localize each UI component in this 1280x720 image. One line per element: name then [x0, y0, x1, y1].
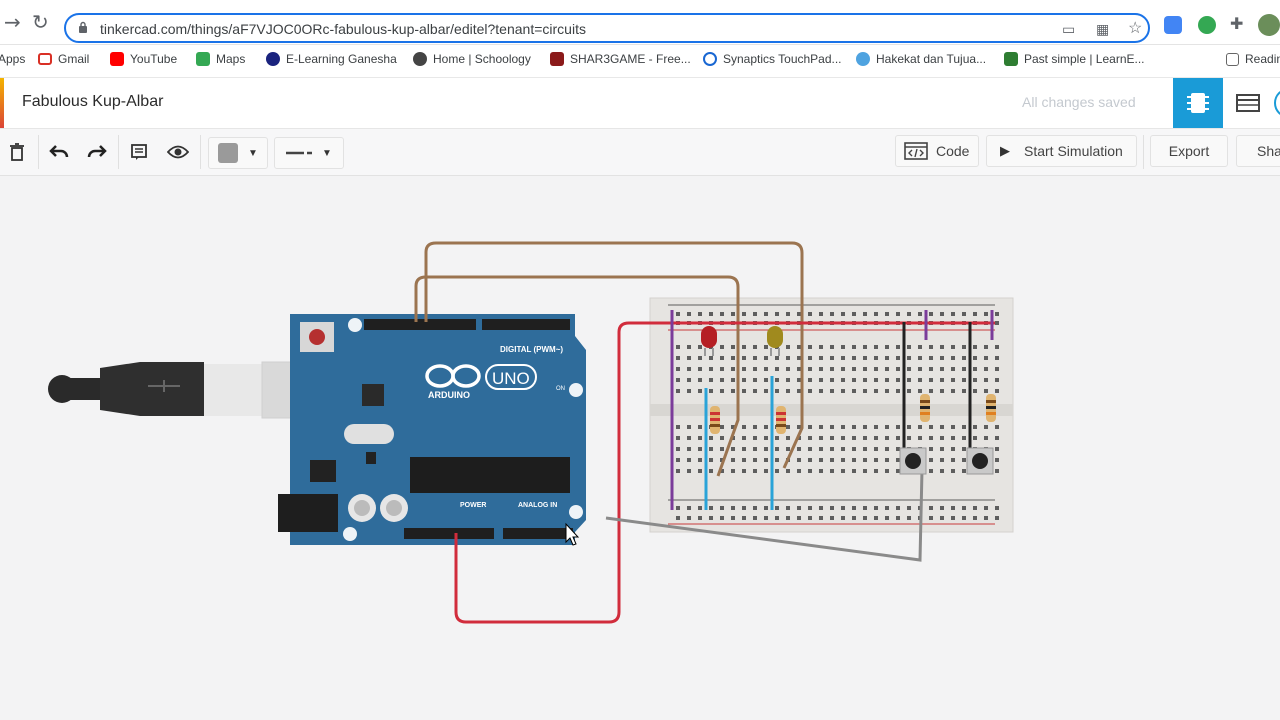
- youtube-icon: [110, 52, 124, 66]
- circuit-view-button[interactable]: [1173, 78, 1223, 128]
- bookmark-maps[interactable]: Maps: [196, 52, 245, 66]
- url-bar[interactable]: tinkercad.com/things/aF7VJOC0ORc-fabulou…: [64, 13, 1150, 43]
- resistor-4[interactable]: [986, 394, 996, 422]
- design-title[interactable]: Fabulous Kup-Albar: [22, 93, 164, 110]
- undo-icon[interactable]: [44, 137, 74, 167]
- chip-icon: [1187, 93, 1209, 113]
- browser-address-bar-row: → ↻ tinkercad.com/things/aF7VJOC0ORc-fab…: [0, 0, 1280, 45]
- analog-pins-label: ANALOG IN: [518, 502, 557, 509]
- editor-toolbar: ▼ ▼ Code ▶ Start Simulation Export Sha: [0, 129, 1280, 176]
- toolbar-divider: [200, 135, 201, 169]
- resistor-1[interactable]: [710, 406, 720, 434]
- pushbutton-2[interactable]: [966, 447, 994, 475]
- learnenglish-icon: [1004, 52, 1018, 66]
- lock-icon: [79, 21, 87, 33]
- code-label: Code: [936, 143, 970, 159]
- eye-visibility-icon[interactable]: [163, 137, 193, 167]
- schoology-icon: [413, 52, 427, 66]
- resistor-2[interactable]: [776, 406, 786, 434]
- star-bookmark-icon[interactable]: ☆: [1128, 20, 1143, 37]
- reading-list[interactable]: Readin: [1226, 52, 1280, 66]
- breadboard-holes: [676, 312, 999, 520]
- qr-code-icon[interactable]: ▦: [1096, 21, 1110, 37]
- redo-icon[interactable]: [82, 137, 112, 167]
- arduino-brand-text: ARDUINO: [428, 390, 470, 400]
- crystal: [344, 424, 394, 444]
- atmega-chip: [410, 457, 570, 493]
- color-picker-dropdown[interactable]: ▼: [208, 137, 268, 169]
- bookmark-synaptics[interactable]: Synaptics TouchPad...: [703, 52, 842, 66]
- yellow-led[interactable]: [767, 326, 783, 356]
- color-swatch: [218, 143, 239, 163]
- play-icon: ▶: [1000, 143, 1010, 158]
- schematic-list-view-button[interactable]: [1223, 78, 1273, 128]
- profile-avatar[interactable]: [1258, 14, 1280, 36]
- user-avatar[interactable]: [1274, 88, 1280, 118]
- toolbar-divider: [1143, 135, 1144, 169]
- notes-icon[interactable]: [124, 137, 154, 167]
- cloud-icon: [856, 52, 870, 66]
- bookmark-learnenglish[interactable]: Past simple | LearnE...: [1004, 52, 1145, 66]
- power-jack[interactable]: [278, 494, 338, 532]
- reload-icon[interactable]: ↻: [32, 10, 49, 34]
- reset-button[interactable]: [309, 329, 325, 345]
- url-text: tinkercad.com/things/aF7VJOC0ORc-fabulou…: [100, 21, 586, 37]
- on-led-label: ON: [556, 386, 565, 392]
- toolbar-divider: [118, 135, 119, 169]
- arduino-uno-board[interactable]: DIGITAL (PWM~) ARDUINO UNO ON POWER ANAL…: [278, 314, 586, 545]
- resistor-3[interactable]: [920, 394, 930, 422]
- bookmark-schoology[interactable]: Home | Schoology: [413, 52, 531, 66]
- maps-icon: [196, 52, 210, 66]
- usb-symbol-icon: [148, 380, 180, 392]
- synaptics-icon: [703, 52, 717, 66]
- bookmark-gmail[interactable]: Gmail: [38, 52, 89, 66]
- share-button[interactable]: Sha: [1236, 135, 1280, 167]
- power-pins-label: POWER: [460, 502, 486, 509]
- export-button[interactable]: Export: [1150, 135, 1228, 167]
- reading-list-icon: [1226, 52, 1239, 66]
- export-label: Export: [1168, 143, 1210, 159]
- code-editor-icon: [904, 142, 928, 160]
- bookmark-shar3game[interactable]: SHAR3GAME - Free...: [550, 52, 691, 66]
- chevron-down-icon: ▼: [322, 147, 332, 159]
- ganesha-logo-icon: [266, 52, 280, 66]
- digital-pins-label: DIGITAL (PWM~): [500, 345, 563, 354]
- pushbutton-1[interactable]: [899, 447, 927, 475]
- uno-model-text: UNO: [492, 369, 530, 388]
- puzzle-extensions-icon[interactable]: ✚: [1230, 14, 1244, 33]
- table-list-icon: [1236, 94, 1260, 112]
- share-label: Sha: [1257, 143, 1280, 159]
- gmail-icon: [38, 53, 52, 65]
- mouse-cursor-icon: [565, 522, 580, 546]
- bookmarks-bar: Apps Gmail YouTube Maps E-Learning Ganes…: [0, 45, 1280, 78]
- start-simulation-button[interactable]: ▶ Start Simulation: [986, 135, 1137, 167]
- shar3game-icon: [550, 52, 564, 66]
- tinkercad-logo-strip: [0, 78, 4, 128]
- bookmark-youtube[interactable]: YouTube: [110, 52, 177, 66]
- bookmark-hakekat[interactable]: Hakekat dan Tujua...: [856, 52, 986, 66]
- toolbar-divider: [38, 135, 39, 169]
- forward-arrow-icon[interactable]: →: [4, 10, 21, 34]
- google-translate-icon[interactable]: [1164, 16, 1182, 34]
- delete-trash-icon[interactable]: [2, 137, 32, 167]
- cast-icon[interactable]: ▭: [1062, 21, 1076, 37]
- bookmark-elearning[interactable]: E-Learning Ganesha: [266, 52, 397, 66]
- circuit-canvas[interactable]: DIGITAL (PWM~) ARDUINO UNO ON POWER ANAL…: [0, 176, 1280, 720]
- chevron-down-icon: ▼: [248, 147, 258, 159]
- red-led[interactable]: [701, 326, 717, 356]
- app-header: Fabulous Kup-Albar All changes saved: [0, 78, 1280, 129]
- code-button[interactable]: Code: [895, 135, 979, 167]
- wire-type-dropdown[interactable]: ▼: [274, 137, 344, 169]
- start-simulation-label: Start Simulation: [1024, 143, 1123, 159]
- bookmark-apps[interactable]: Apps: [0, 52, 26, 66]
- arduino-infinity-logo: [425, 364, 481, 388]
- wires[interactable]: [414, 241, 995, 624]
- wire-style-icon: [286, 151, 313, 155]
- extension-globe-icon[interactable]: [1198, 16, 1216, 34]
- save-status: All changes saved: [1022, 94, 1136, 110]
